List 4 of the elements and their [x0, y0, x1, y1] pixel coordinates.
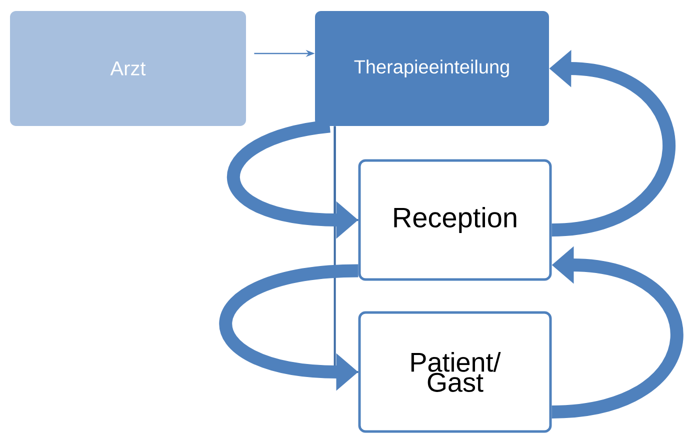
process-box: Reception — [358, 159, 552, 281]
process-box: Therapieeinteilung — [315, 11, 549, 126]
process-box: Arzt — [10, 11, 246, 126]
process-box: Patient/ Gast — [358, 311, 552, 433]
